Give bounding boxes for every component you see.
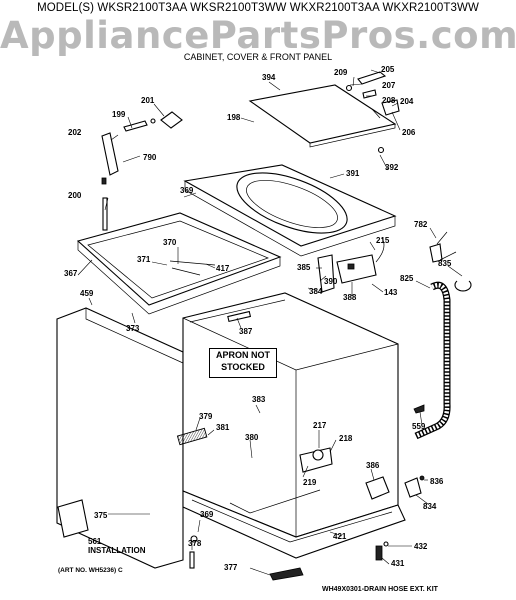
part-callout-377[interactable]: 377 [224,563,238,572]
apron-line-1: APRON NOT [216,350,270,360]
part-callout-825[interactable]: 825 [400,274,414,283]
control-bracket-parts[interactable] [317,237,385,293]
part-callout-219[interactable]: 219 [303,478,317,487]
rear-bracket[interactable] [365,476,390,500]
cabinet-body[interactable] [182,292,399,538]
part-callout-381[interactable]: 381 [216,423,230,432]
part-callout-204[interactable]: 204 [400,97,414,106]
part-callout-383[interactable]: 383 [252,395,266,404]
part-callout-199[interactable]: 199 [112,110,126,119]
apron-line-2: STOCKED [221,362,265,372]
part-callout-834[interactable]: 834 [423,502,437,511]
wire-harness[interactable] [429,231,457,263]
part-callout-369[interactable]: 369 [180,186,194,195]
part-callout-378[interactable]: 378 [188,539,202,548]
section-title: CABINET, COVER & FRONT PANEL [183,52,333,62]
leveling-leg[interactable] [189,551,304,581]
part-callout-391[interactable]: 391 [346,169,360,178]
front-foot[interactable] [190,535,198,543]
part-callout-835[interactable]: 835 [438,259,452,268]
part-callout-217[interactable]: 217 [313,421,327,430]
top-panel[interactable] [183,146,397,257]
part-callout-201[interactable]: 201 [141,96,155,105]
part-callout-432[interactable]: 432 [414,542,428,551]
part-callout-392[interactable]: 392 [385,163,399,172]
part-callout-782[interactable]: 782 [414,220,428,229]
part-callout-375[interactable]: 375 [94,511,108,520]
cabinet-frame[interactable] [76,212,282,315]
part-callout-394[interactable]: 394 [262,73,276,82]
part-callout-390[interactable]: 390 [324,277,338,286]
left-hinge-parts[interactable] [101,111,183,231]
part-callout-386[interactable]: 386 [366,461,380,470]
part-callout-218[interactable]: 218 [339,434,353,443]
part-callout-379[interactable]: 379 [199,412,213,421]
part-callout-205[interactable]: 205 [381,65,395,74]
part-callout-559[interactable]: 559 [412,422,426,431]
drain-hose-kit-label: WH49X0301-DRAIN HOSE EXT. KIT [322,586,438,593]
front-panel[interactable] [56,307,184,569]
part-callout-431[interactable]: 431 [391,559,405,568]
part-callout-388[interactable]: 388 [343,293,357,302]
apron-not-stocked-note: APRON NOT STOCKED [209,348,277,378]
part-callout-371[interactable]: 371 [137,255,151,264]
cabinet-base[interactable] [182,489,406,559]
part-callout-198[interactable]: 198 [227,113,241,122]
cover-lid[interactable] [248,84,397,148]
installation-text: INSTALLATION [88,546,146,555]
art-number: (ART NO. WH5236) C [58,567,123,574]
part-callout-200[interactable]: 200 [68,191,82,200]
part-callout-421[interactable]: 421 [333,532,347,541]
small-fasteners[interactable] [375,404,425,561]
part-callout-209[interactable]: 209 [334,68,348,77]
part-callout-143[interactable]: 143 [384,288,398,297]
part-callout-384[interactable]: 384 [309,287,323,296]
part-callout-206[interactable]: 206 [402,128,416,137]
hose-clamp[interactable] [454,280,472,292]
part-callout-202[interactable]: 202 [68,128,82,137]
part-callout-387[interactable]: 387 [239,327,253,336]
part-callout-790[interactable]: 790 [143,153,157,162]
part-callout-367[interactable]: 367 [64,269,78,278]
drain-hose[interactable] [414,281,451,440]
part-callout-836[interactable]: 836 [430,477,444,486]
part-callout-459[interactable]: 459 [80,289,94,298]
leader-lines [77,69,463,576]
part-callout-370[interactable]: 370 [163,238,177,247]
toe-strip[interactable] [176,427,208,446]
part-callout-373[interactable]: 373 [126,324,140,333]
part-callout-208[interactable]: 208 [382,96,396,105]
part-callout-215[interactable]: 215 [376,236,390,245]
part-callout-380[interactable]: 380 [245,433,259,442]
installation-label: 561 INSTALLATION [88,537,145,555]
installation-number[interactable]: 561 [88,537,102,546]
part-callout-417[interactable]: 417 [216,264,230,273]
part-callout-369[interactable]: 369 [200,510,214,519]
part-callout-385[interactable]: 385 [297,263,311,272]
part-callout-207[interactable]: 207 [382,81,396,90]
model-list: MODEL(S) WKSR2100T3AA WKSR2100T3WW WKXR2… [37,2,479,14]
watermark: AppliancePartsPros.com [0,14,516,57]
installation-instructions-icon [57,499,89,538]
